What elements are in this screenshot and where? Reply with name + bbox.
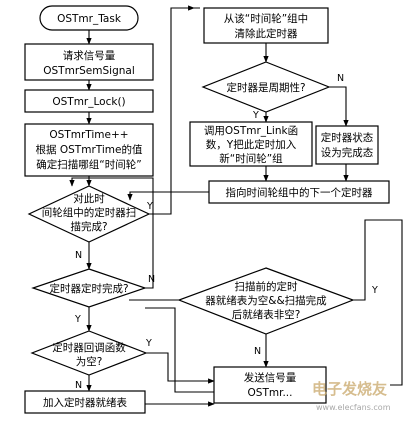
label-ready-y: Y (371, 285, 378, 296)
time-increment-line2: 根据 OSTmrTime的值 (36, 143, 143, 156)
lock-box: OSTmr_Lock() (24, 89, 154, 113)
request-semaphore-line2: OSTmrSemSignal (43, 65, 135, 77)
post-semaphore-line1: 发送信号量 (244, 371, 297, 384)
post-semaphore-box: 发送信号量 OSTmr... (213, 366, 327, 404)
start-terminal: OSTmr_Task (39, 5, 139, 31)
request-semaphore-line1: 请求信号量 (63, 49, 116, 62)
ready-list-line3: 后就绪表非空? (232, 308, 301, 321)
link-line3: 新“时间轮”组 (219, 152, 283, 165)
timer-done-label: 定时器定时完成? (49, 282, 128, 295)
ready-list-line1: 扫描前的定时 (235, 280, 298, 293)
add-ready-list-label: 加入定时器就绪表 (43, 396, 127, 409)
scan-complete-line1: 对此时 (73, 192, 105, 205)
label-ready-n: N (254, 346, 261, 357)
periodic-diamond: 定时器是周期性? (201, 61, 331, 113)
callback-empty-diamond: 定时器回调函数 为空? (30, 330, 148, 376)
label-periodic-y: Y (252, 110, 259, 121)
timer-state-line2: 设为完成态 (321, 146, 374, 159)
scan-complete-diamond: 对此时 间轮组中的定时器扫 描完成? (27, 185, 151, 243)
periodic-label: 定时器是周期性? (226, 81, 305, 94)
timer-done-diamond: 定时器定时完成? (31, 268, 147, 308)
remove-timer-box: 从该“时间轮”组中 清除此定时器 (203, 7, 329, 44)
scan-complete-line2: 间轮组中的定时器扫 (42, 206, 137, 219)
link-line2: 数，Y把此定时加入 (206, 138, 297, 151)
label-periodic-n: N (337, 73, 344, 84)
time-increment-box: OSTmrTime++ 根据 OSTmrTime的值 确定扫描哪组“时间轮” (24, 123, 154, 177)
callback-empty-line2: 为空? (76, 355, 103, 368)
timer-state-box: 定时器状态 设为完成态 (315, 125, 379, 165)
link-line1: 调用OSTmr_Link函 (204, 125, 298, 137)
scan-complete-line3: 描完成? (70, 220, 107, 233)
label-scan-y: Y (146, 201, 153, 212)
label-callback-y: Y (145, 338, 152, 349)
label-timer-n: N (148, 274, 155, 285)
post-semaphore-line2: OSTmr... (248, 387, 293, 399)
watermark-text: 电子发烧友 (312, 380, 387, 398)
time-increment-line3: 确定扫描哪组“时间轮” (36, 158, 141, 171)
label-callback-n: N (75, 380, 82, 391)
next-timer-box: 指向时间轮组中的下一个定时器 (208, 180, 390, 204)
lock-box-label: OSTmr_Lock() (52, 96, 125, 108)
label-timer-y: Y (74, 314, 81, 325)
label-scan-n: N (75, 250, 82, 261)
ready-list-line2: 器就绪表为空&&扫描完成 (205, 294, 327, 307)
remove-timer-line2: 清除此定时器 (235, 27, 298, 40)
time-increment-line1: OSTmrTime++ (49, 129, 128, 141)
callback-empty-line1: 定时器回调函数 (52, 341, 126, 354)
branch-labels: Y N N Y Y N Y N Y N (74, 73, 378, 391)
ready-list-diamond: 扫描前的定时 器就绪表为空&&扫描完成 后就绪表非空? (177, 267, 355, 335)
request-semaphore-box: 请求信号量 OSTmrSemSignal (24, 43, 154, 81)
remove-timer-line1: 从该“时间轮”组中 (224, 12, 308, 25)
watermark-url: www.elecfans.com (316, 403, 391, 412)
timer-state-line1: 定时器状态 (321, 131, 374, 144)
add-ready-list-box: 加入定时器就绪表 (24, 390, 146, 414)
link-box: 调用OSTmr_Link函 数，Y把此定时加入 新“时间轮”组 (189, 121, 313, 167)
watermark: 电子发烧友 www.elecfans.com (312, 380, 391, 412)
next-timer-label: 指向时间轮组中的下一个定时器 (226, 186, 373, 199)
start-terminal-label: OSTmr_Task (57, 13, 122, 25)
